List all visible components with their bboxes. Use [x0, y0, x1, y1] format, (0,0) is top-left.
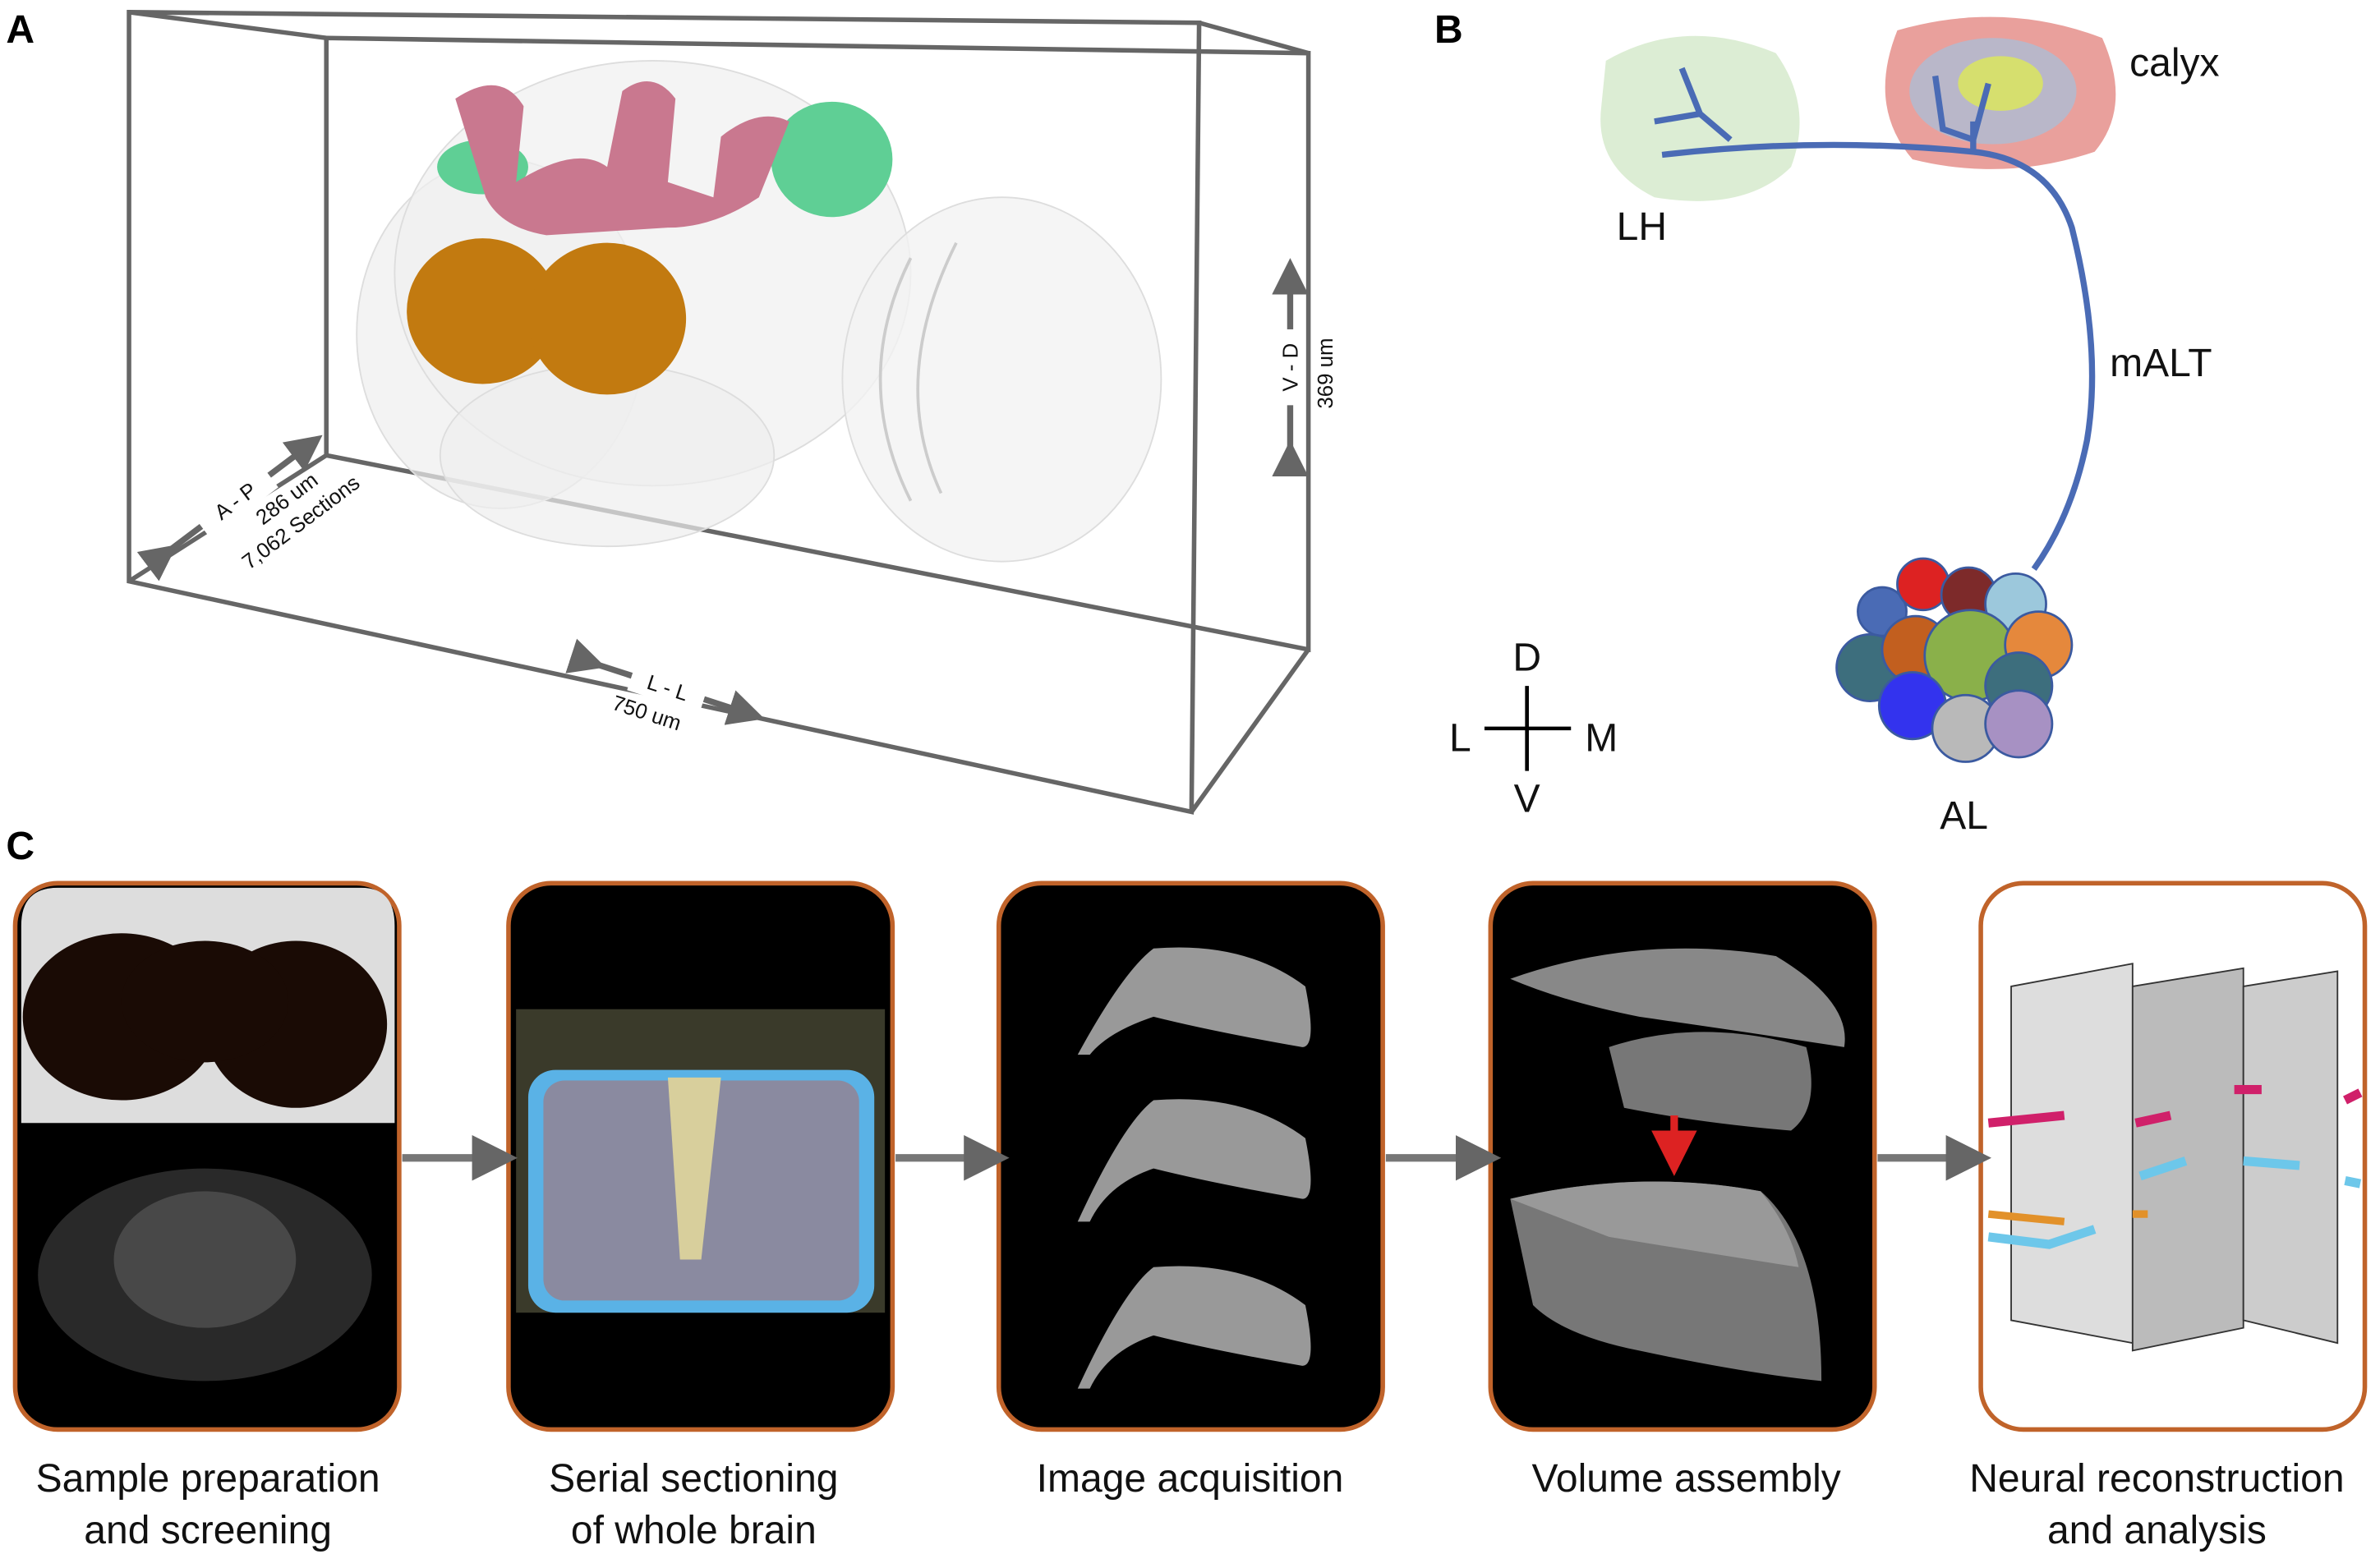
ap-annotation: A - P 286 um 7,062 Sections — [136, 434, 364, 582]
vd-size-label: 369 um — [1314, 338, 1337, 408]
lateral-horn — [1600, 35, 1800, 201]
calyx-right — [771, 101, 893, 218]
compass-d: D — [1512, 637, 1541, 680]
compass-l: L — [1449, 717, 1471, 761]
compass-m: M — [1585, 717, 1618, 761]
malt-label: mALT — [2110, 342, 2212, 385]
step-captions: Sample preparation and screening Serial … — [36, 1457, 2345, 1552]
caption-step-2-line-1: Serial sectioning — [549, 1457, 838, 1501]
al-label: AL — [1940, 794, 1988, 838]
caption-step-5-line-1: Neural reconstruction — [1969, 1457, 2344, 1501]
brain-render — [356, 60, 1162, 563]
caption-step-1-line-1: Sample preparation — [36, 1457, 380, 1501]
step-neural-reconstruction — [1978, 880, 2368, 1432]
caption-step-5-line-2: and analysis — [2047, 1509, 2267, 1552]
step-volume-assembly — [1488, 880, 1877, 1432]
caption-step-3-line-1: Image acquisition — [1037, 1457, 1344, 1501]
vd-annotation: V - D 369 um — [1272, 258, 1337, 477]
antennal-lobe-left — [407, 238, 559, 384]
caption-step-2-line-2: of whole brain — [571, 1509, 817, 1552]
caption-step-1-line-2: and screening — [84, 1509, 332, 1552]
compass-v: V — [1514, 777, 1540, 821]
step-serial-sectioning — [506, 880, 895, 1432]
lh-label: LH — [1617, 205, 1667, 249]
calyx-label: calyx — [2129, 41, 2219, 85]
panel-a: A A - P 286 um 7,062 Sec — [6, 8, 1337, 815]
panel-c-label: C — [6, 825, 35, 868]
antennal-lobe-glomeruli — [1835, 557, 2074, 763]
panel-b-label: B — [1434, 8, 1463, 52]
caption-step-4-line-1: Volume assembly — [1532, 1457, 1841, 1501]
panel-a-label: A — [6, 8, 35, 52]
orientation-compass: D V L M — [1449, 637, 1618, 821]
antennal-lobe-right — [527, 242, 687, 395]
step-sample-preparation — [12, 880, 402, 1432]
neuron — [1654, 67, 2096, 572]
panel-c: C — [6, 825, 2368, 1552]
calyx-core — [1958, 56, 2043, 111]
step-image-acquisition — [996, 880, 1385, 1432]
ll-annotation: L - L 750 um — [565, 638, 765, 735]
panel-b: B calyx LH mALT AL — [1434, 8, 2220, 838]
mushroom-body — [455, 81, 789, 236]
vd-axis-label: V - D — [1280, 343, 1303, 392]
